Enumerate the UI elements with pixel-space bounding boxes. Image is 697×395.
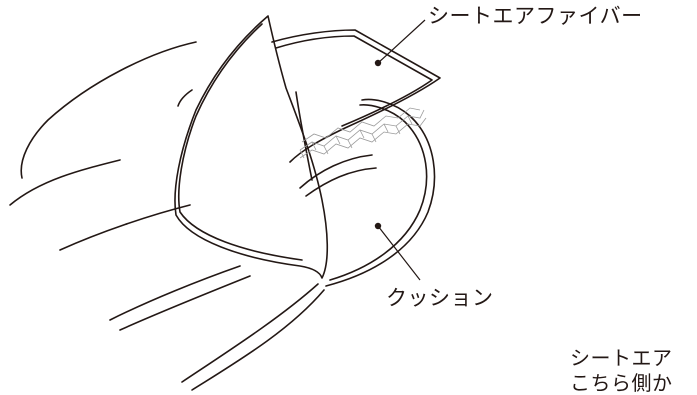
mesh-texture xyxy=(299,107,427,159)
note-line-2: こちら側か xyxy=(570,371,673,395)
fiber-panel xyxy=(271,29,441,163)
fiber-label: シートエアファイバー xyxy=(428,4,643,28)
cushion-leader xyxy=(374,222,421,281)
note-line-1: シートエア xyxy=(570,346,673,370)
fiber-leader xyxy=(374,19,426,67)
cover-flap xyxy=(174,15,329,279)
cushion-label: クッション xyxy=(386,286,494,310)
seat-base xyxy=(9,41,325,391)
cushion-shape xyxy=(299,98,436,287)
